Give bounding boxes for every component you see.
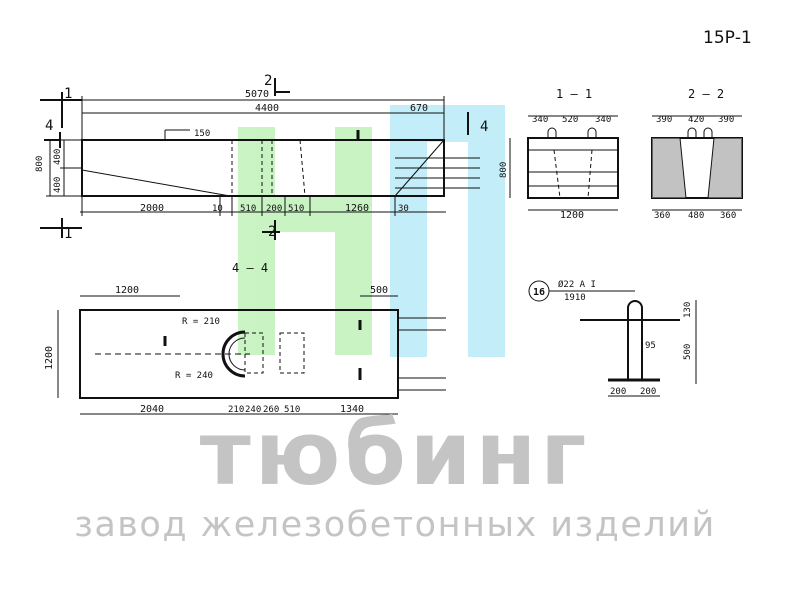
svg-text:4: 4 — [45, 118, 53, 134]
watermark-title: тюбинг — [199, 402, 591, 505]
svg-text:360: 360 — [654, 211, 670, 221]
svg-text:200: 200 — [640, 387, 656, 397]
svg-text:30: 30 — [398, 204, 409, 214]
svg-text:Ø22 А I: Ø22 А I — [558, 279, 596, 290]
svg-text:150: 150 — [194, 129, 210, 139]
svg-text:4400: 4400 — [255, 103, 279, 114]
svg-text:4 – 4: 4 – 4 — [232, 261, 268, 275]
svg-text:1200: 1200 — [44, 346, 55, 370]
svg-text:1910: 1910 — [564, 293, 586, 303]
svg-text:340: 340 — [595, 115, 611, 125]
watermark-logo — [238, 105, 505, 357]
svg-text:R = 240: R = 240 — [175, 371, 213, 381]
svg-text:340: 340 — [532, 115, 548, 125]
svg-text:1: 1 — [64, 86, 72, 102]
svg-text:1260: 1260 — [345, 203, 369, 214]
svg-text:16: 16 — [533, 287, 545, 298]
plan-labels: 4 – 4 1200 500 1200 R = 210 R = 240 2040… — [44, 261, 388, 415]
svg-text:240: 240 — [245, 405, 261, 415]
svg-text:480: 480 — [688, 211, 704, 221]
svg-text:400: 400 — [53, 149, 63, 165]
svg-text:510: 510 — [284, 405, 300, 415]
elevation-view — [40, 78, 480, 240]
svg-text:1 – 1: 1 – 1 — [556, 87, 592, 101]
watermark-subtitle: завод железобетонных изделий — [74, 505, 716, 545]
svg-text:2 – 2: 2 – 2 — [688, 87, 724, 101]
svg-text:2000: 2000 — [140, 203, 164, 214]
svg-text:800: 800 — [35, 156, 45, 172]
svg-text:1340: 1340 — [340, 404, 364, 415]
plan-view-4-4 — [57, 295, 446, 415]
svg-text:1200: 1200 — [560, 210, 584, 221]
svg-text:130: 130 — [683, 302, 693, 318]
svg-text:1: 1 — [64, 226, 72, 242]
svg-text:520: 520 — [562, 115, 578, 125]
loop-labels: 16 Ø22 А I 1910 130 95 500 200 200 — [533, 279, 693, 397]
svg-text:390: 390 — [718, 115, 734, 125]
svg-text:2: 2 — [264, 73, 272, 89]
svg-text:510: 510 — [288, 204, 304, 214]
svg-text:200: 200 — [610, 387, 626, 397]
section-2-2 — [651, 115, 743, 211]
section-labels: 1 – 1 340 520 340 800 1200 2 – 2 390 420… — [499, 87, 736, 221]
sheet-code: 15Р-1 — [703, 28, 752, 48]
svg-text:200: 200 — [266, 204, 282, 214]
svg-text:5070: 5070 — [245, 89, 269, 100]
elevation-labels: 5070 4400 670 150 2000 10 510 200 510 12… — [35, 73, 488, 242]
svg-text:390: 390 — [656, 115, 672, 125]
svg-text:1200: 1200 — [115, 285, 139, 296]
svg-text:210: 210 — [228, 405, 244, 415]
svg-text:500: 500 — [370, 285, 388, 296]
svg-text:670: 670 — [410, 103, 428, 114]
svg-text:95: 95 — [645, 341, 656, 351]
svg-text:800: 800 — [499, 162, 509, 178]
svg-text:2: 2 — [268, 224, 276, 240]
svg-text:260: 260 — [263, 405, 279, 415]
svg-text:420: 420 — [688, 115, 704, 125]
svg-text:360: 360 — [720, 211, 736, 221]
svg-text:4: 4 — [480, 119, 488, 135]
section-1-1 — [509, 115, 619, 211]
lifting-loop-detail — [528, 280, 697, 397]
svg-text:400: 400 — [53, 177, 63, 193]
svg-text:2040: 2040 — [140, 404, 164, 415]
svg-text:510: 510 — [240, 204, 256, 214]
svg-text:500: 500 — [683, 344, 693, 360]
svg-text:R = 210: R = 210 — [182, 317, 220, 327]
svg-text:10: 10 — [212, 204, 223, 214]
